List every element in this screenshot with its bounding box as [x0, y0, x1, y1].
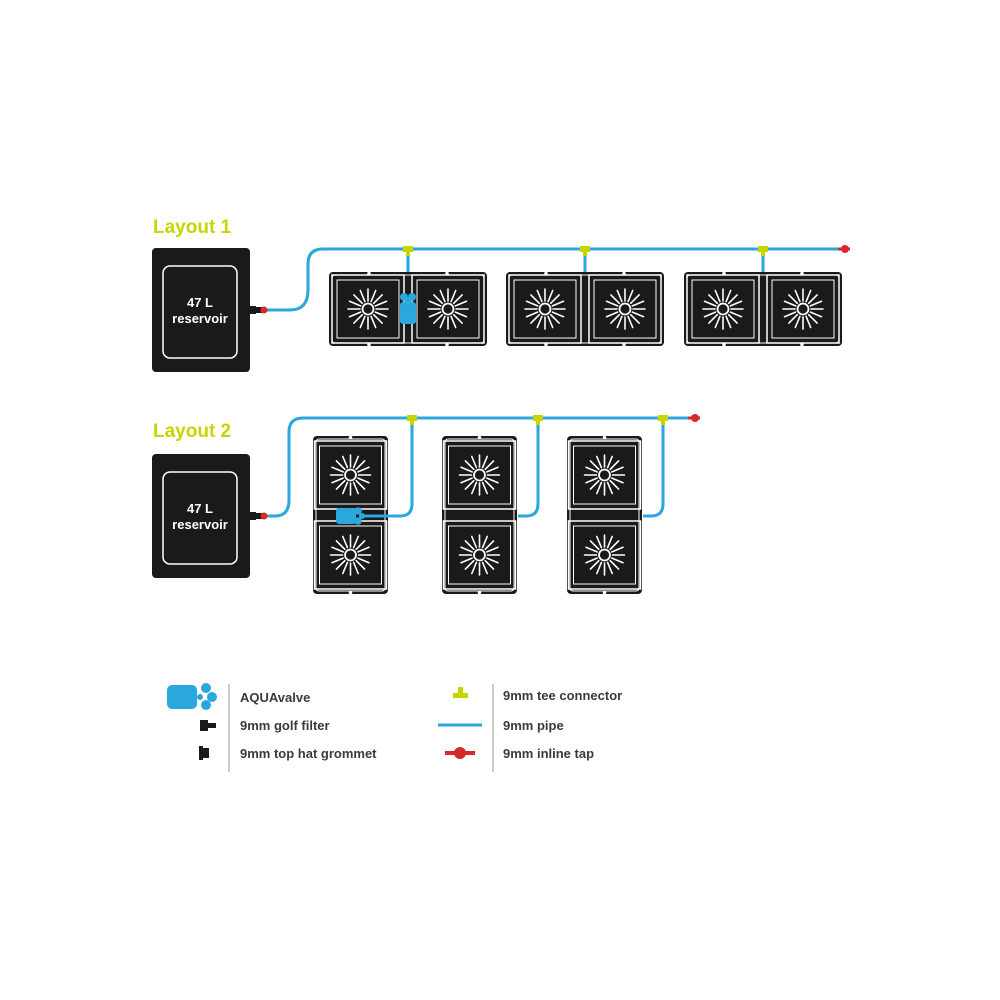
tee-connector — [658, 415, 668, 425]
tee-connector — [403, 246, 413, 256]
inline-tap — [260, 512, 268, 520]
grow-tray — [442, 436, 517, 595]
tee-connector-icon — [453, 687, 468, 698]
legend-icons — [167, 683, 494, 772]
layout-2-diagram — [152, 414, 700, 594]
tee-connector — [580, 246, 590, 256]
golf-filter — [255, 307, 262, 313]
top-hat-grommet-icon — [199, 746, 209, 760]
tee-connector — [533, 415, 543, 425]
pipe-main — [262, 247, 843, 312]
reservoir-name: reservoir — [172, 311, 228, 326]
aquavalve-icon — [167, 683, 217, 710]
legend-label-aquavalve: AQUAvalve — [240, 690, 311, 705]
inline-tap — [260, 306, 268, 314]
grow-tray — [684, 272, 842, 347]
layout-1-title: Layout 1 — [153, 217, 232, 238]
inline-tap — [688, 414, 700, 422]
golf-filter-icon — [200, 720, 216, 731]
inline-tap-icon — [445, 747, 475, 759]
reservoir-capacity: 47 L — [186, 295, 213, 310]
legend-label-pipe: 9mm pipe — [503, 718, 564, 733]
tee-connector — [758, 246, 768, 256]
aquavalve — [400, 293, 416, 324]
reservoir-tank — [152, 454, 250, 578]
reservoir-label: 47 L reservoir — [150, 501, 250, 533]
top-hat-grommet — [250, 512, 256, 520]
reservoir-capacity: 47 L — [186, 501, 213, 516]
pipe-branch — [518, 418, 540, 518]
pipe-branch — [643, 418, 665, 518]
top-hat-grommet — [250, 306, 256, 314]
grow-tray — [506, 272, 664, 347]
golf-filter — [255, 513, 262, 519]
inline-tap — [838, 245, 850, 253]
reservoir-name: reservoir — [172, 517, 228, 532]
layout-2-title: Layout 2 — [153, 421, 232, 442]
layout-1-diagram — [152, 245, 850, 372]
pipe-branch — [362, 418, 414, 518]
legend-label-golf-filter: 9mm golf filter — [240, 718, 330, 733]
reservoir-tank — [152, 248, 250, 372]
tee-connector — [407, 415, 417, 425]
pipe-main — [262, 416, 692, 518]
grow-tray — [567, 436, 642, 595]
legend-label-tee-connector: 9mm tee connector — [503, 688, 623, 703]
aquavalve — [336, 507, 365, 525]
legend-label-top-hat-grommet: 9mm top hat grommet — [240, 746, 377, 761]
legend-label-inline-tap: 9mm inline tap — [503, 746, 595, 761]
reservoir-label: 47 L reservoir — [150, 295, 250, 327]
